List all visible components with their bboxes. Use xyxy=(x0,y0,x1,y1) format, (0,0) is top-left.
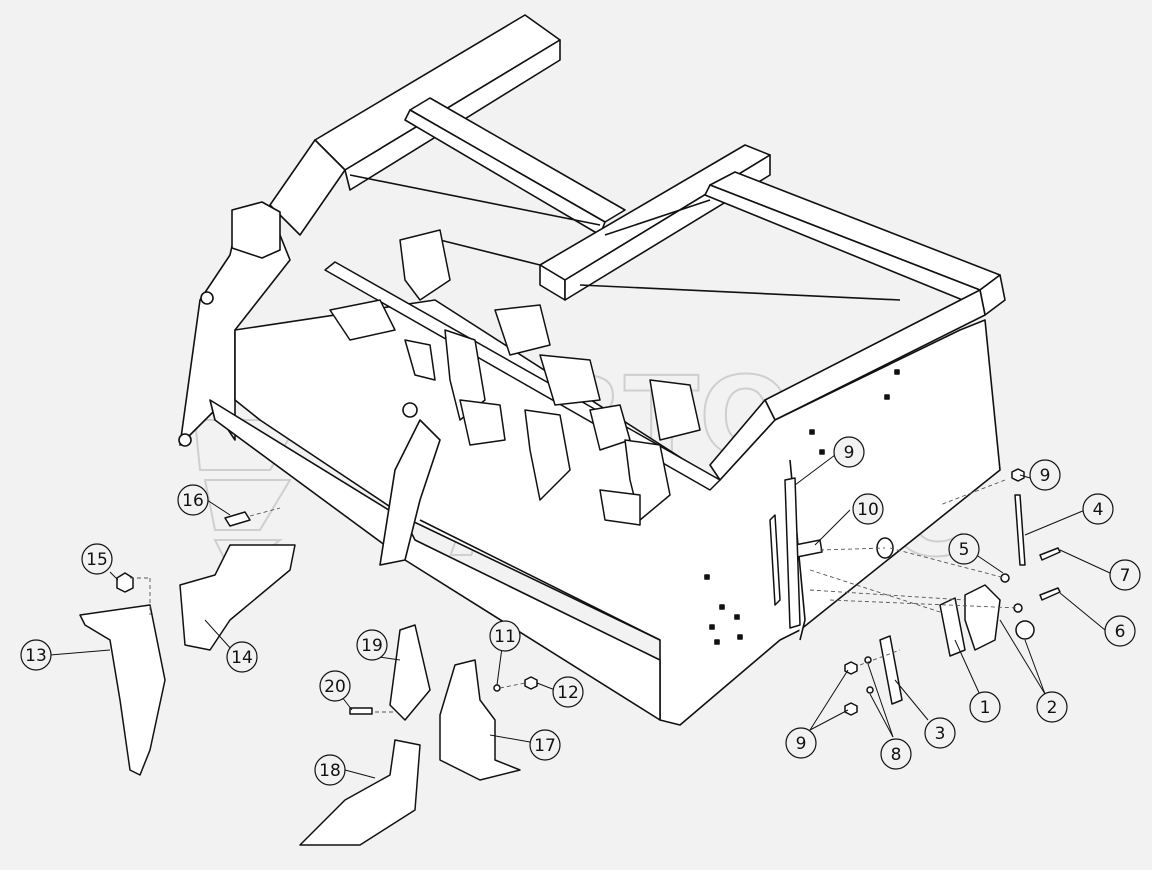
loose-parts xyxy=(79,468,1061,846)
callout-number: 16 xyxy=(182,491,204,511)
callout-circle xyxy=(1104,615,1136,647)
callout-c17: 17 xyxy=(529,729,561,761)
callout-circle xyxy=(177,484,209,516)
callout-c7: 7 xyxy=(1109,559,1141,591)
callout-c18: 18 xyxy=(314,754,346,786)
callout-circle xyxy=(785,727,817,759)
part-1-plate xyxy=(939,597,966,657)
callout-number: 3 xyxy=(935,724,946,744)
callout-circle xyxy=(969,691,1001,723)
callout-circle xyxy=(356,629,388,661)
callout-number: 11 xyxy=(494,627,516,647)
callout-c3: 3 xyxy=(924,717,956,749)
callout-circle xyxy=(948,533,980,565)
cutter-blade xyxy=(444,304,551,446)
callout-number: 5 xyxy=(959,540,970,560)
cutter-blade xyxy=(599,379,701,526)
callout-c4: 4 xyxy=(1082,493,1114,525)
callout-circle xyxy=(1082,493,1114,525)
rotor-assembly xyxy=(324,229,721,526)
callout-number: 4 xyxy=(1093,500,1104,520)
callout-number: 15 xyxy=(86,550,108,570)
callout-number: 19 xyxy=(361,636,383,656)
callout-c2: 2 xyxy=(1036,691,1068,723)
callout-circle xyxy=(529,729,561,761)
callout-number: 1 xyxy=(980,698,991,718)
callout-number: 9 xyxy=(844,443,855,463)
callout-number: 12 xyxy=(557,683,579,703)
callout-number: 13 xyxy=(25,646,47,666)
callout-c16: 16 xyxy=(177,484,209,516)
callout-circle xyxy=(319,670,351,702)
callout-circle xyxy=(1029,459,1061,491)
part-13-blade xyxy=(79,604,166,776)
callout-c9a: 9 xyxy=(833,436,865,468)
callout-c9b: 9 xyxy=(1029,459,1061,491)
part-14-bracket xyxy=(179,544,296,651)
callout-circle xyxy=(81,543,113,575)
callout-number: 6 xyxy=(1115,622,1126,642)
callout-number: 14 xyxy=(231,648,253,668)
cutter-blade xyxy=(524,354,631,501)
assembly-guide-lines xyxy=(130,479,1019,713)
callout-c20: 20 xyxy=(319,670,351,702)
part-16-bolt xyxy=(224,511,251,527)
callout-number: 7 xyxy=(1120,566,1131,586)
callout-circle xyxy=(226,641,258,673)
part-20-bolt xyxy=(349,707,373,715)
callout-c8: 8 xyxy=(880,738,912,770)
callout-number: 18 xyxy=(319,761,341,781)
callout-circle xyxy=(880,738,912,770)
part-11-washer xyxy=(493,684,501,692)
callout-c12: 12 xyxy=(552,676,584,708)
callout-c13: 13 xyxy=(20,639,52,671)
part-2-bearing xyxy=(964,584,1001,651)
callout-circle xyxy=(852,493,884,525)
part-17-blade xyxy=(439,659,521,781)
callout-c9c: 9 xyxy=(785,727,817,759)
callout-c14: 14 xyxy=(226,641,258,673)
part-12-nut xyxy=(524,676,538,690)
part-4-rod xyxy=(1014,494,1026,566)
callout-circle xyxy=(489,620,521,652)
machine-frame xyxy=(178,14,1006,726)
part-18-blade xyxy=(299,739,421,846)
callout-circle xyxy=(833,436,865,468)
callout-circle xyxy=(552,676,584,708)
part-3-strip xyxy=(879,635,903,705)
callout-number: 20 xyxy=(324,677,346,697)
part-15-nut xyxy=(116,572,134,593)
callout-c11: 11 xyxy=(489,620,521,652)
callout-circle xyxy=(924,717,956,749)
part-6-bolt xyxy=(1039,587,1061,601)
callout-number: 2 xyxy=(1047,698,1058,718)
callout-number: 9 xyxy=(1040,466,1051,486)
callout-number: 9 xyxy=(796,734,807,754)
callout-number: 10 xyxy=(857,500,879,520)
callout-c15: 15 xyxy=(81,543,113,575)
callout-circle xyxy=(20,639,52,671)
callout-c10: 10 xyxy=(852,493,884,525)
callout-number: 8 xyxy=(891,745,902,765)
part-19-plate xyxy=(389,624,431,721)
callout-number: 17 xyxy=(534,736,556,756)
part-7-bolt xyxy=(1039,547,1061,561)
callout-c6: 6 xyxy=(1104,615,1136,647)
cutter-blade xyxy=(329,229,451,381)
callout-circle xyxy=(1036,691,1068,723)
callout-c19: 19 xyxy=(356,629,388,661)
callout-c1: 1 xyxy=(969,691,1001,723)
callout-c5: 5 xyxy=(948,533,980,565)
callout-circle xyxy=(314,754,346,786)
callout-circle xyxy=(1109,559,1141,591)
